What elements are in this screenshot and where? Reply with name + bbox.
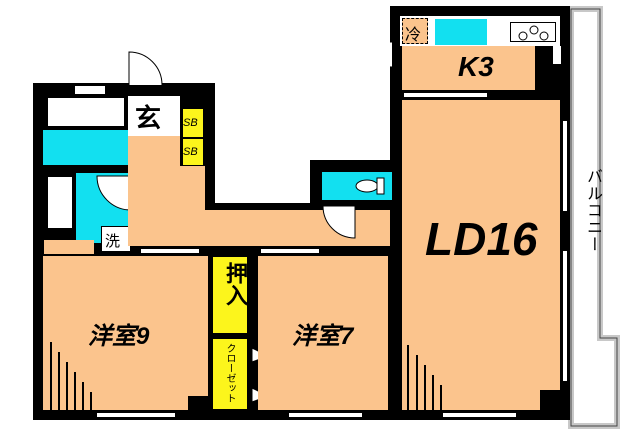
corridor-mid (180, 166, 205, 246)
balcony-label: バルコニー (584, 168, 601, 253)
ld-stair-hatch (424, 365, 426, 410)
shoe-box-1-label: SB (183, 117, 198, 129)
kitchen-window (553, 46, 561, 64)
shoe-box-1 (182, 108, 204, 138)
washer-label: 洗 (105, 233, 121, 250)
bathtub (46, 96, 126, 128)
ld-stair-hatch (440, 385, 442, 410)
western-9-stair-hatch (82, 382, 84, 410)
ld-stair-hatch (407, 345, 409, 410)
balcony: バルコニー (568, 6, 620, 429)
balcony-outline (568, 6, 620, 429)
ld-balcony-window-1 (562, 120, 568, 212)
western-9-window (96, 412, 176, 418)
room-western-9 (43, 256, 208, 410)
living-dining-label: LD16 (425, 213, 538, 265)
bathroom-floor (43, 130, 130, 165)
oshiire-label: 押入 (223, 262, 248, 306)
washroom-shelf (44, 240, 94, 254)
western-room-2-label: 洋室7 (292, 323, 354, 350)
void-right (215, 40, 310, 203)
ld-stair-hatch (416, 355, 418, 410)
entrance-door-icon (128, 51, 163, 86)
western-9-stair-hatch (66, 362, 68, 410)
ld-stair-hatch (432, 375, 434, 410)
toilet-icon (355, 177, 385, 195)
closet (212, 338, 248, 410)
washroom-door-icon (96, 175, 132, 211)
western-9-stair-hatch (50, 342, 52, 410)
room-kitchen (402, 46, 535, 90)
oshiire-closet (212, 256, 248, 334)
western-9-column (188, 396, 208, 410)
western-9-stair-hatch (74, 372, 76, 410)
kitchen-sink (435, 19, 487, 45)
western-room-1-label: 洋室9 (88, 323, 150, 350)
ld-bottom-window (442, 412, 517, 418)
stove-icon (510, 22, 556, 42)
room-living-dining (402, 100, 560, 410)
shoe-box-2-label: SB (183, 146, 198, 158)
ld-top-window (403, 92, 488, 98)
ld-balcony-window-2 (562, 250, 568, 382)
refrigerator-space: 冷 (402, 18, 428, 44)
bath-window (75, 86, 105, 94)
kitchen-label: K3 (458, 51, 494, 82)
washbasin (46, 175, 74, 230)
western-7-window (288, 412, 363, 418)
room-western-7 (258, 256, 388, 410)
western-9-stair-hatch (90, 392, 92, 410)
toilet-door-icon (322, 205, 356, 239)
western-9-stair-hatch (58, 352, 60, 410)
corridor-north-wall (205, 83, 215, 213)
corridor-window-2 (260, 248, 320, 254)
closet-label: クローゼット (224, 343, 235, 403)
washer-space: 洗 (101, 226, 131, 252)
refrigerator-label: 冷 (405, 27, 422, 44)
ld-corner-column (540, 390, 560, 410)
entrance-label: 玄 (135, 103, 162, 133)
corridor-window-1 (140, 248, 200, 254)
entrance-genkan (128, 96, 180, 136)
shoe-box-2 (182, 138, 204, 166)
